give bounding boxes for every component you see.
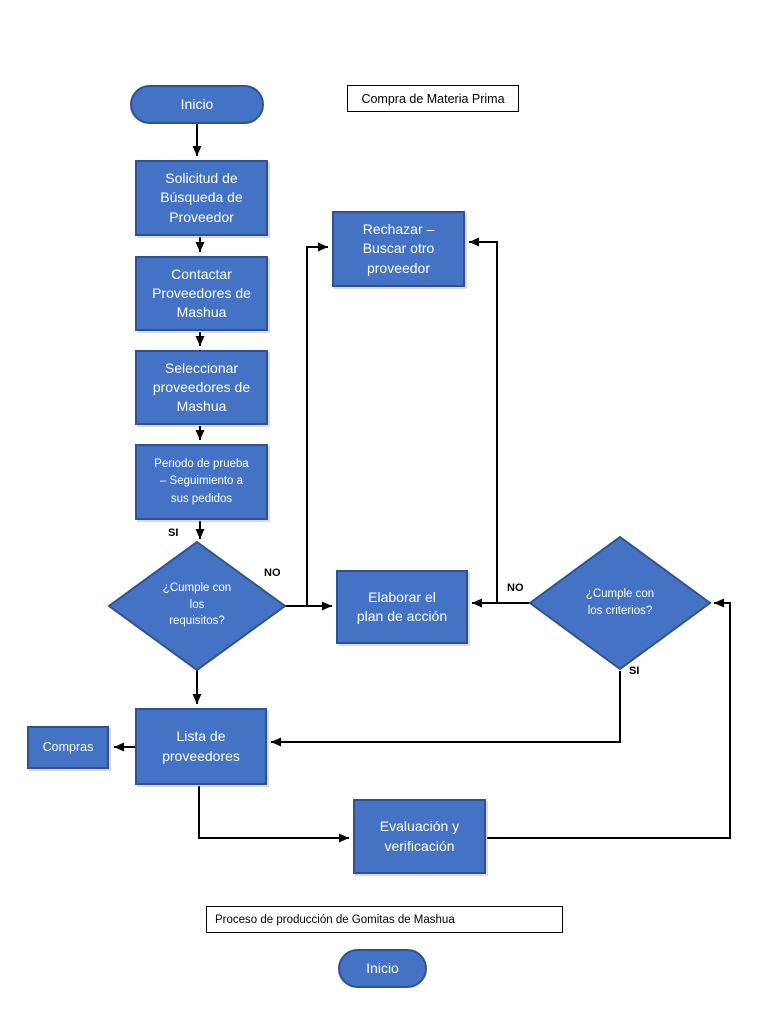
section-title-top: Compra de Materia Prima (347, 85, 519, 112)
label-requisitos-no: NO (264, 567, 281, 579)
edge-branch-to-rechazar-right (469, 237, 498, 603)
decision-requisitos-shape (107, 540, 287, 672)
start-node-top: Inicio (130, 85, 264, 124)
edge-criterios-si-to-lista (271, 671, 621, 747)
decision-criterios-shape (528, 535, 712, 671)
process-periodo-prueba: Periodo de prueba – Seguimiento a sus pe… (135, 444, 268, 520)
start-node-top-label: Inicio (180, 95, 214, 112)
process-seleccionar-proveedores: Seleccionar proveedores de Mashua (135, 350, 268, 425)
edge-lista-to-evaluacion (198, 786, 349, 843)
decision-requisitos-text: ¿Cumple con los requisitos? (162, 581, 232, 628)
process-compras: Compras (27, 726, 109, 769)
edge-branch-to-rechazar-left (306, 242, 328, 606)
process-evaluacion-verificacion: Evaluación y verificación (353, 799, 486, 874)
start-node-bottom-label: Inicio (366, 959, 399, 976)
process-periodo-label: Periodo de prueba – Seguimiento a sus pe… (154, 458, 249, 505)
process-compras-label: Compras (42, 739, 94, 754)
process-seleccionar-label: Seleccionar proveedores de Mashua (152, 359, 251, 415)
process-rechazar-buscar: Rechazar – Buscar otro proveedor (332, 211, 465, 287)
section-title-bottom-text: Proceso de producción de Gomitas de Mash… (215, 913, 455, 926)
process-solicitud-label: Solicitud de Búsqueda de Proveedor (160, 170, 243, 225)
start-node-bottom: Inicio (338, 949, 427, 988)
decision-criterios-text: ¿Cumple con los criterios? (585, 588, 655, 617)
edge-evaluacion-to-criterios (487, 598, 731, 839)
process-rechazar-label: Rechazar – Buscar otro proveedor (362, 221, 435, 276)
process-elaborar-plan: Elaborar el plan de acción (336, 570, 468, 644)
section-title-bottom: Proceso de producción de Gomitas de Mash… (206, 906, 563, 933)
label-criterios-no: NO (507, 582, 524, 594)
section-title-top-text: Compra de Materia Prima (361, 91, 505, 106)
process-lista-label: Lista de proveedores (162, 728, 240, 764)
process-contactar-label: Contactar Proveedores de Mashua (152, 265, 251, 321)
process-lista-proveedores: Lista de proveedores (135, 708, 267, 785)
process-evaluacion-label: Evaluación y verificación (379, 818, 460, 854)
process-solicitud-busqueda: Solicitud de Búsqueda de Proveedor (135, 160, 268, 236)
label-requisitos-si: SI (168, 527, 179, 539)
label-criterios-si: SI (629, 665, 640, 677)
process-contactar-proveedores: Contactar Proveedores de Mashua (135, 256, 268, 331)
process-elaborar-label: Elaborar el plan de acción (356, 588, 448, 624)
